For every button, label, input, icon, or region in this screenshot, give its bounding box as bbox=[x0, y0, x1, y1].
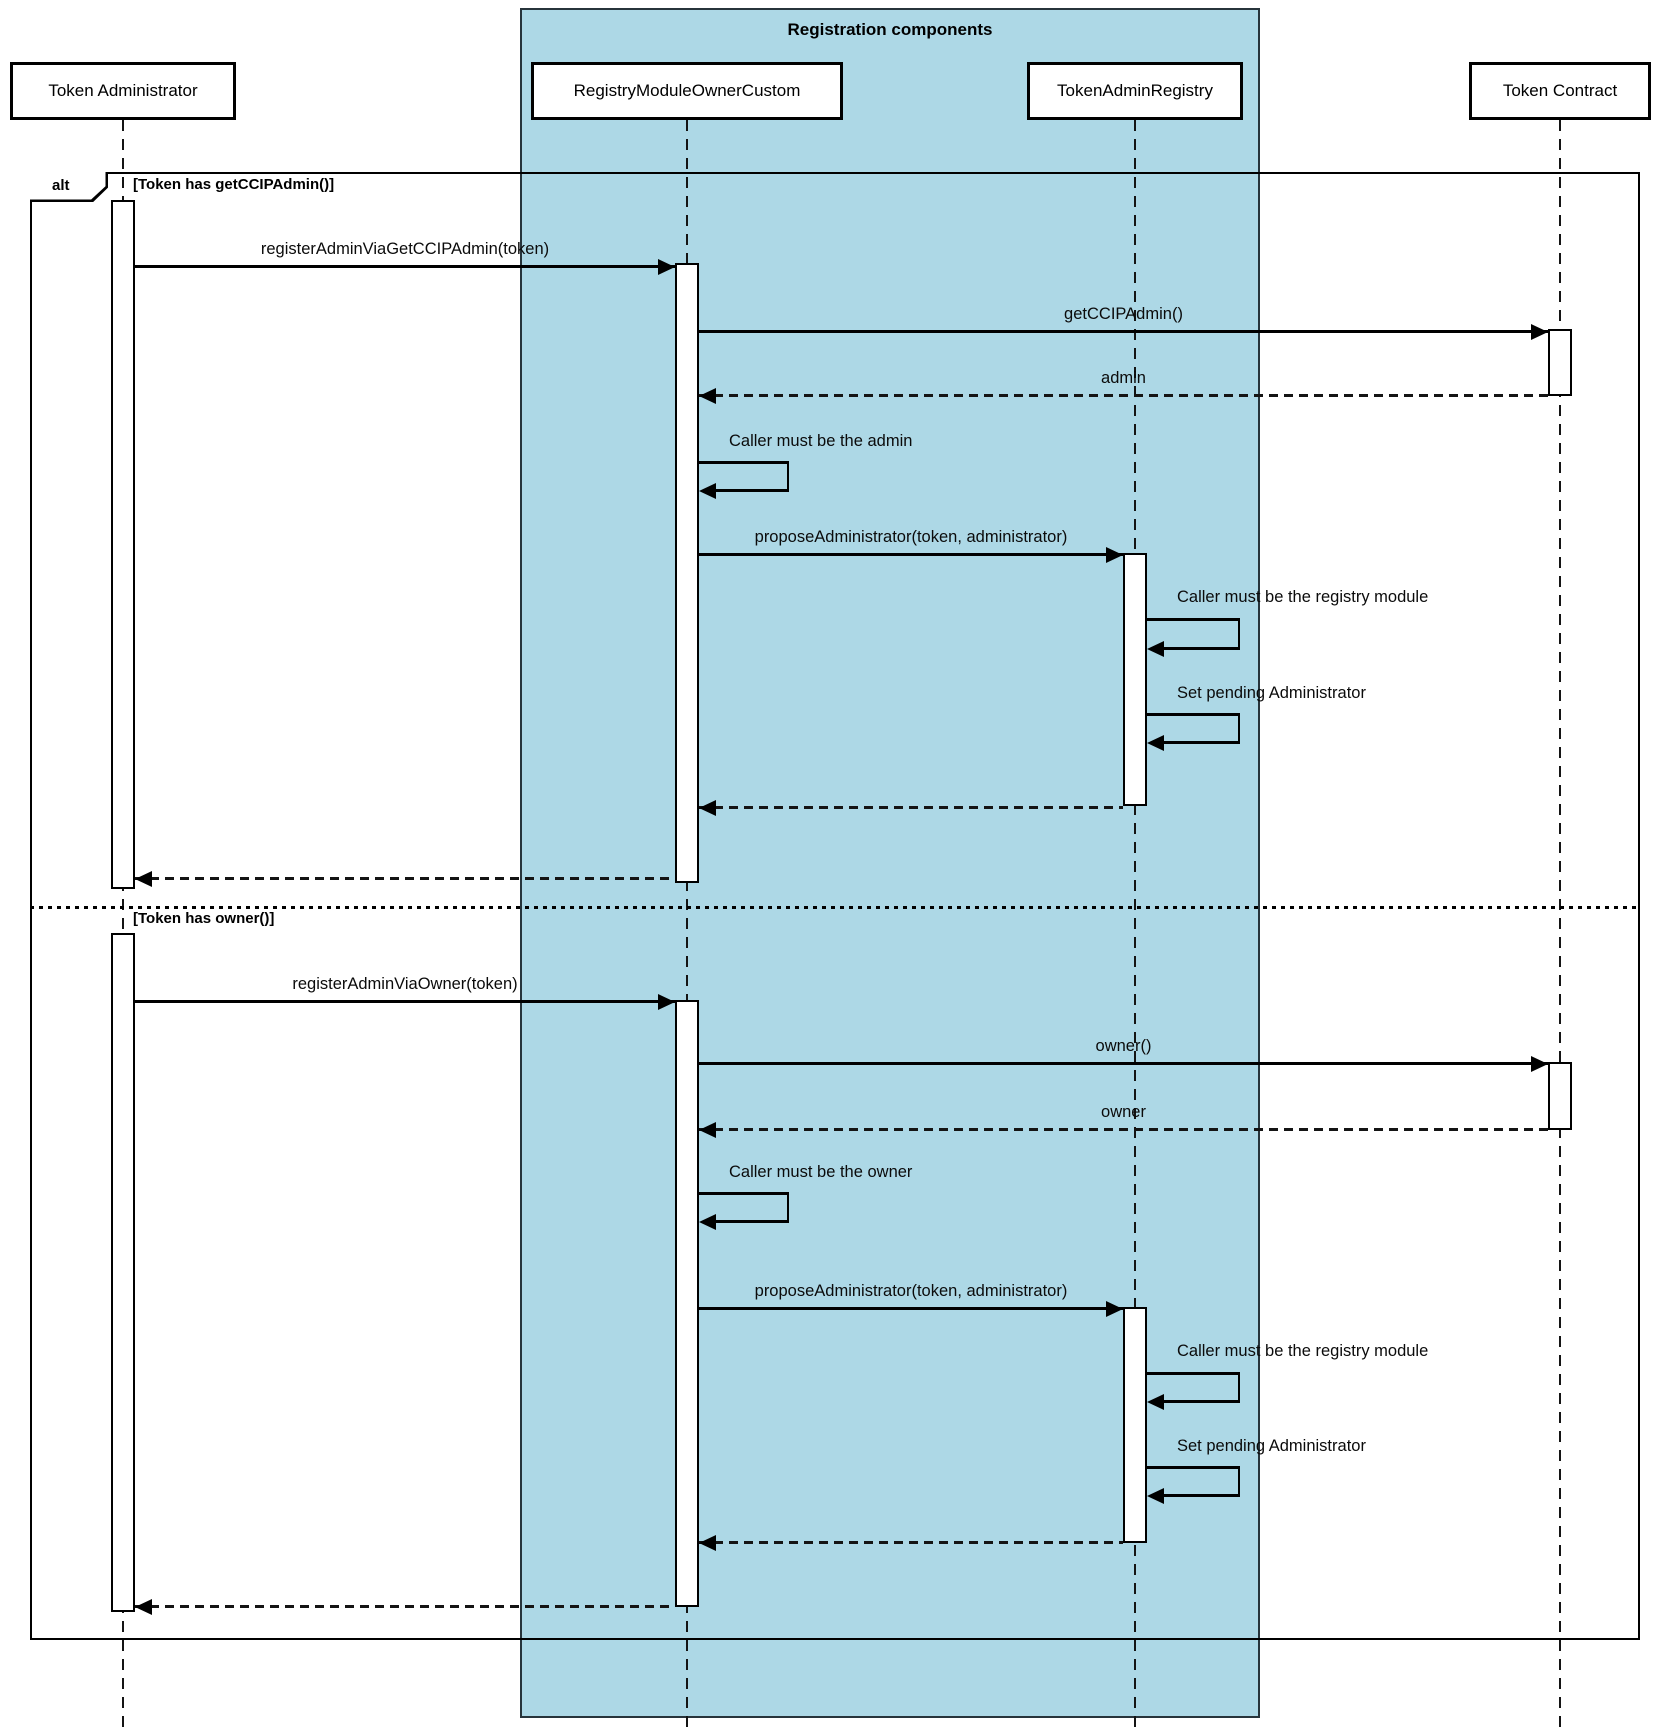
activation-bar-token-administrator-0 bbox=[111, 200, 135, 889]
message-0-3-label: Caller must be the admin bbox=[729, 432, 913, 450]
message-1-7-arrowhead bbox=[699, 1535, 716, 1551]
message-1-6-loop-side bbox=[1237, 1466, 1240, 1494]
activation-bar-token-administrator-4 bbox=[111, 933, 135, 1612]
message-0-6-loop-bottom bbox=[1161, 741, 1240, 744]
message-0-5-loop-top bbox=[1147, 618, 1240, 621]
message-1-3-arrowhead bbox=[699, 1214, 716, 1230]
message-1-5-loop-side bbox=[1237, 1372, 1240, 1400]
message-1-2-arrowhead bbox=[699, 1122, 716, 1138]
message-0-0-label: registerAdminViaGetCCIPAdmin(token) bbox=[260, 240, 550, 258]
message-1-6-loop-bottom bbox=[1161, 1494, 1240, 1497]
message-0-4-label: proposeAdministrator(token, administrato… bbox=[754, 528, 1068, 546]
message-1-6-label: Set pending Administrator bbox=[1177, 1437, 1366, 1455]
message-0-0-arrowhead bbox=[658, 259, 675, 275]
lifeline-token-admin-registry bbox=[1134, 120, 1136, 1730]
message-1-1-line bbox=[699, 1062, 1548, 1065]
message-1-0-line bbox=[135, 1000, 675, 1003]
message-1-3-loop-top bbox=[699, 1192, 789, 1195]
message-0-8-arrowhead bbox=[135, 871, 152, 887]
message-0-2-label: admin bbox=[1101, 369, 1146, 387]
message-1-7-line bbox=[699, 1541, 1123, 1544]
activation-bar-token-contract-2 bbox=[1548, 329, 1572, 396]
message-0-3-arrowhead bbox=[699, 483, 716, 499]
activation-bar-registry-module-owner-custom-1 bbox=[675, 263, 699, 883]
message-1-4-arrowhead bbox=[1106, 1301, 1123, 1317]
message-1-5-label: Caller must be the registry module bbox=[1177, 1342, 1429, 1360]
group-title: Registration components bbox=[787, 20, 993, 39]
activation-bar-token-contract-6 bbox=[1548, 1062, 1572, 1130]
message-0-2-arrowhead bbox=[699, 388, 716, 404]
message-1-0-arrowhead bbox=[658, 994, 675, 1010]
message-0-2-line bbox=[699, 394, 1548, 397]
activation-bar-registry-module-owner-custom-5 bbox=[675, 1000, 699, 1607]
message-0-6-label: Set pending Administrator bbox=[1177, 684, 1366, 702]
message-0-5-arrowhead bbox=[1147, 641, 1164, 657]
message-1-2-label: owner bbox=[1101, 1103, 1146, 1121]
message-1-0-label: registerAdminViaOwner(token) bbox=[292, 975, 518, 993]
message-1-6-loop-top bbox=[1147, 1466, 1240, 1469]
message-0-5-loop-bottom bbox=[1161, 647, 1240, 650]
message-1-2-line bbox=[699, 1128, 1548, 1131]
activation-bar-token-admin-registry-7 bbox=[1123, 1307, 1147, 1543]
participant-token-admin-registry: TokenAdminRegistry bbox=[1027, 62, 1243, 120]
message-0-1-arrowhead bbox=[1531, 324, 1548, 340]
message-1-3-loop-bottom bbox=[713, 1220, 789, 1223]
message-0-4-line bbox=[699, 553, 1123, 556]
message-1-5-loop-top bbox=[1147, 1372, 1240, 1375]
alt-operator-text: alt bbox=[30, 172, 106, 200]
message-0-6-arrowhead bbox=[1147, 735, 1164, 751]
message-0-3-loop-bottom bbox=[713, 489, 789, 492]
message-0-1-label: getCCIPAdmin() bbox=[1064, 305, 1183, 323]
message-0-1-line bbox=[699, 330, 1548, 333]
lifeline-token-administrator bbox=[122, 120, 124, 1730]
message-0-3-loop-side bbox=[786, 461, 789, 489]
message-1-4-label: proposeAdministrator(token, administrato… bbox=[754, 1282, 1068, 1300]
lifeline-registry-module-owner-custom bbox=[686, 120, 688, 1730]
message-1-5-arrowhead bbox=[1147, 1394, 1164, 1410]
message-0-7-line bbox=[699, 806, 1123, 809]
message-0-6-loop-side bbox=[1237, 713, 1240, 741]
message-0-3-loop-top bbox=[699, 461, 789, 464]
alt-divider bbox=[30, 906, 1640, 909]
message-1-5-loop-bottom bbox=[1161, 1400, 1240, 1403]
message-1-1-label: owner() bbox=[1095, 1037, 1152, 1055]
message-0-0-line bbox=[135, 265, 675, 268]
lifeline-token-contract bbox=[1559, 120, 1561, 1730]
guard-label-1: [Token has owner()] bbox=[133, 910, 275, 927]
message-0-5-label: Caller must be the registry module bbox=[1177, 588, 1429, 606]
participant-token-contract: Token Contract bbox=[1469, 62, 1651, 120]
message-0-7-arrowhead bbox=[699, 800, 716, 816]
activation-bar-token-admin-registry-3 bbox=[1123, 553, 1147, 806]
message-1-3-loop-side bbox=[786, 1192, 789, 1220]
participant-token-administrator: Token Administrator bbox=[10, 62, 236, 120]
message-1-1-arrowhead bbox=[1531, 1056, 1548, 1072]
message-1-3-label: Caller must be the owner bbox=[729, 1163, 913, 1181]
message-0-8-line bbox=[135, 877, 675, 880]
message-0-6-loop-top bbox=[1147, 713, 1240, 716]
message-1-4-line bbox=[699, 1307, 1123, 1310]
participant-registry-module-owner-custom: RegistryModuleOwnerCustom bbox=[531, 62, 843, 120]
message-1-8-line bbox=[135, 1605, 675, 1608]
message-0-4-arrowhead bbox=[1106, 547, 1123, 563]
message-1-8-arrowhead bbox=[135, 1599, 152, 1615]
message-0-5-loop-side bbox=[1237, 618, 1240, 647]
message-1-6-arrowhead bbox=[1147, 1488, 1164, 1504]
guard-label-0: [Token has getCCIPAdmin()] bbox=[133, 176, 335, 193]
alt-operator-label: alt bbox=[30, 172, 108, 202]
